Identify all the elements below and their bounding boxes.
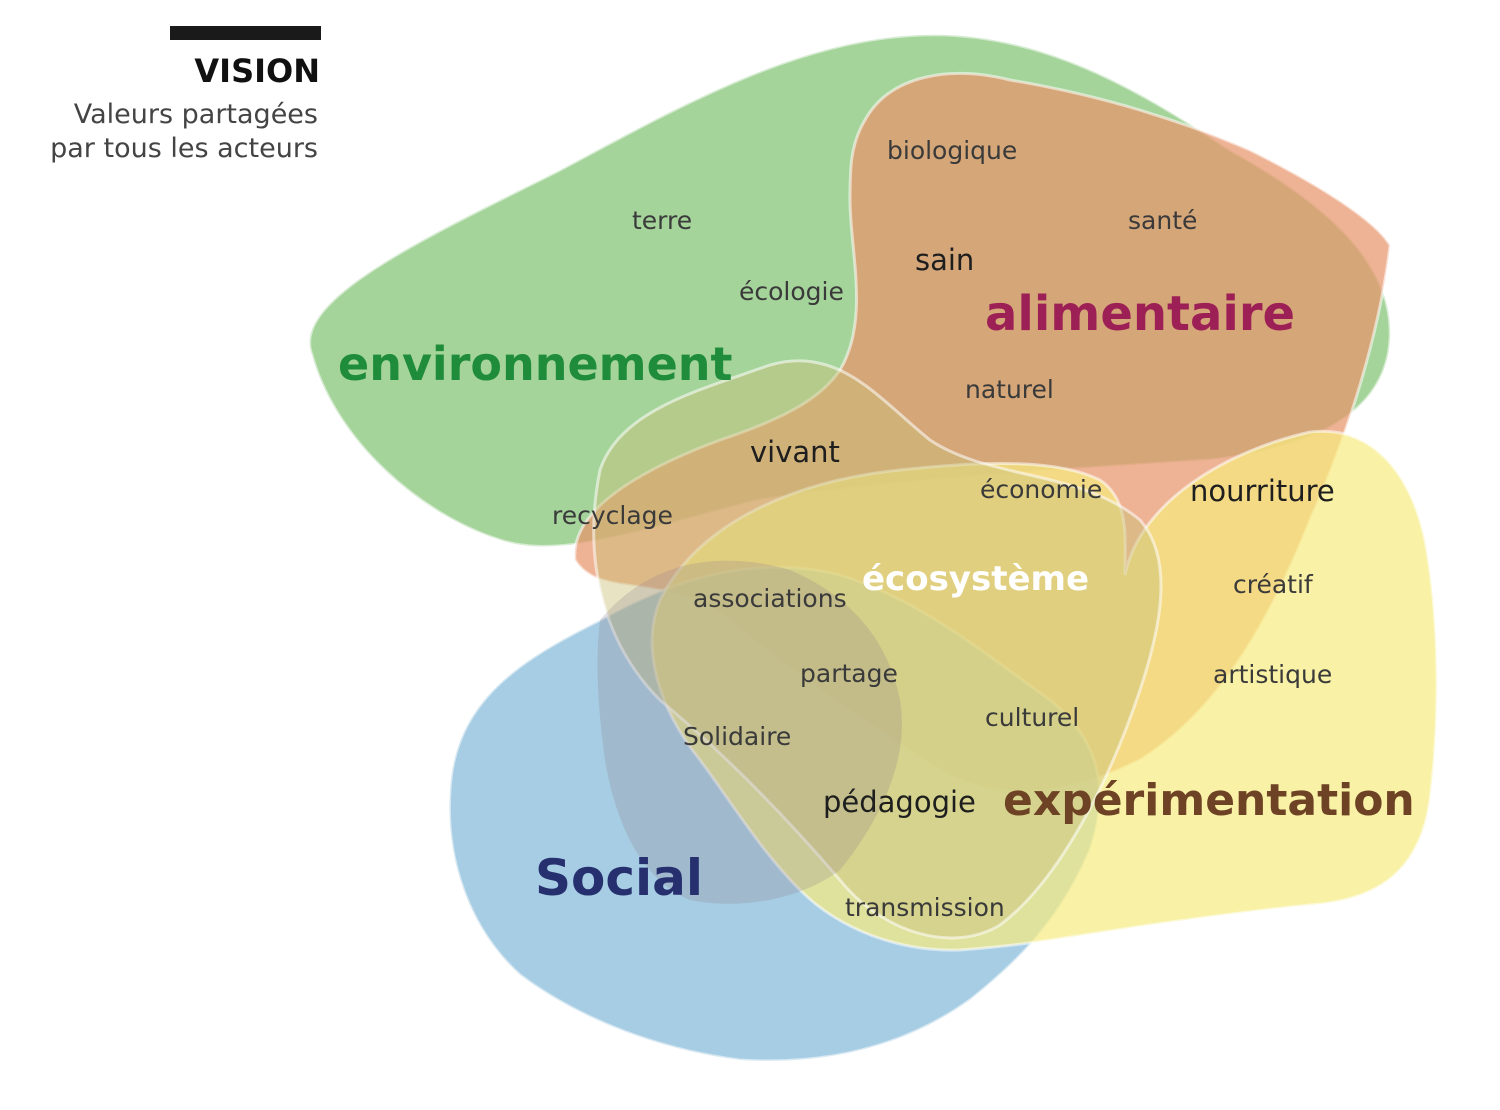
word-artistique: artistique xyxy=(1213,660,1332,689)
word-culturel: culturel xyxy=(985,703,1079,732)
experimentation-label: expérimentation xyxy=(1003,775,1415,826)
word-recyclage: recyclage xyxy=(552,501,673,530)
word-ecologie: écologie xyxy=(739,277,844,306)
word-pedagogie: pédagogie xyxy=(823,785,976,819)
experimentation-zone xyxy=(650,429,1439,952)
word-partage: partage xyxy=(800,659,898,688)
word-vivant: vivant xyxy=(750,435,840,469)
word-associations: associations xyxy=(693,584,847,613)
vision-subtitle: Valeurs partagées par tous les acteurs xyxy=(50,98,318,166)
vision-subtitle-line1: Valeurs partagées xyxy=(73,99,318,130)
ecosysteme-label: écosystème xyxy=(862,559,1089,599)
word-sante: santé xyxy=(1128,206,1197,235)
social-label: Social xyxy=(535,849,703,907)
word-naturel: naturel xyxy=(965,375,1054,404)
word-solidaire: Solidaire xyxy=(683,722,791,751)
header-accent-bar xyxy=(170,26,321,40)
word-sain: sain xyxy=(915,243,974,277)
word-economie: économie xyxy=(980,475,1102,504)
vision-title: VISION xyxy=(194,52,320,90)
overlap-shade xyxy=(597,560,902,904)
word-biologique: biologique xyxy=(887,136,1017,165)
vision-subtitle-line2: par tous les acteurs xyxy=(50,133,318,164)
word-nourriture: nourriture xyxy=(1190,474,1335,508)
word-transmission: transmission xyxy=(845,893,1005,922)
alimentaire-label: alimentaire xyxy=(985,286,1295,342)
ecosysteme-zone xyxy=(592,359,1163,940)
environnement-label: environnement xyxy=(338,337,733,391)
word-creatif: créatif xyxy=(1233,570,1314,599)
word-terre: terre xyxy=(632,206,692,235)
